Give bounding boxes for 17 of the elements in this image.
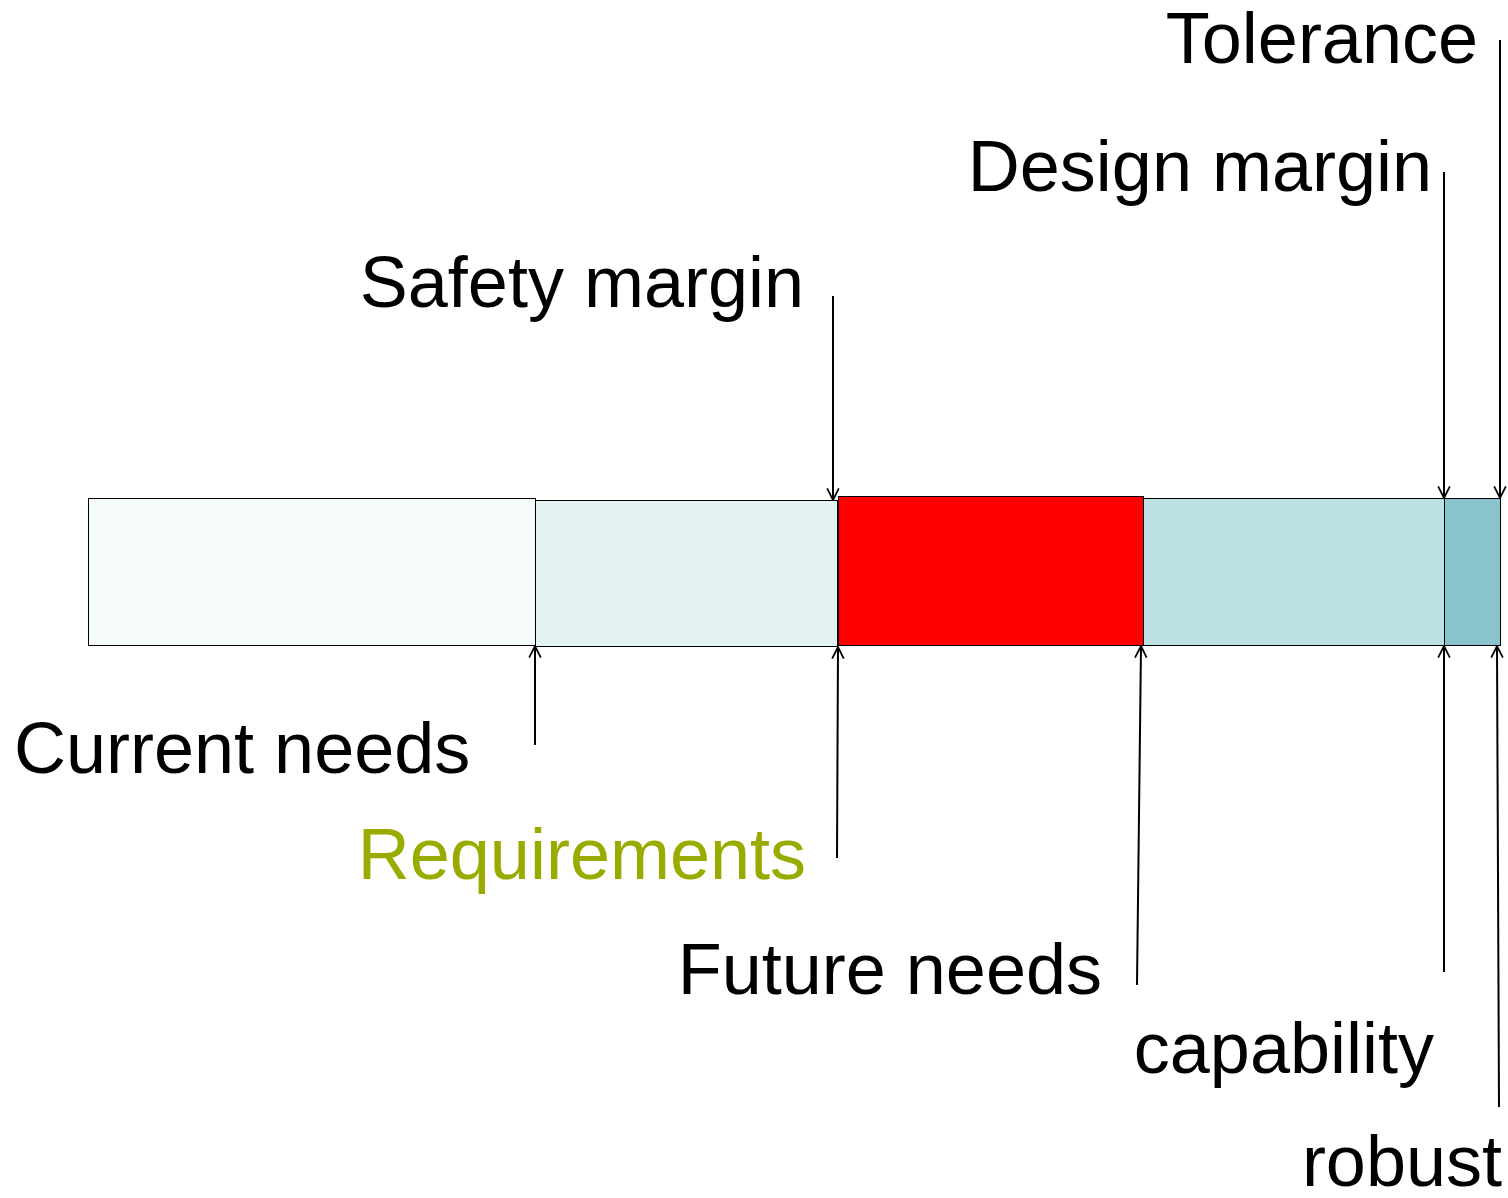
leader-line	[1493, 39, 1507, 499]
bar-segment	[88, 498, 536, 646]
leader-line	[528, 645, 542, 746]
leader-label: Current needs	[14, 712, 471, 784]
leader-line	[831, 646, 845, 859]
leader-label: Tolerance	[1165, 2, 1500, 74]
bar-segment	[838, 496, 1144, 646]
leader-line	[1134, 645, 1148, 986]
leader-label: Future needs	[677, 933, 1137, 1005]
leader-line	[826, 295, 840, 501]
bar-segment	[1143, 498, 1445, 646]
bar-segment	[1444, 498, 1501, 646]
bar-segment	[535, 500, 838, 647]
leader-label: robust	[1301, 1125, 1502, 1197]
leader-line	[1437, 171, 1451, 499]
leader-line	[1490, 645, 1504, 1108]
leader-line	[1437, 645, 1451, 973]
